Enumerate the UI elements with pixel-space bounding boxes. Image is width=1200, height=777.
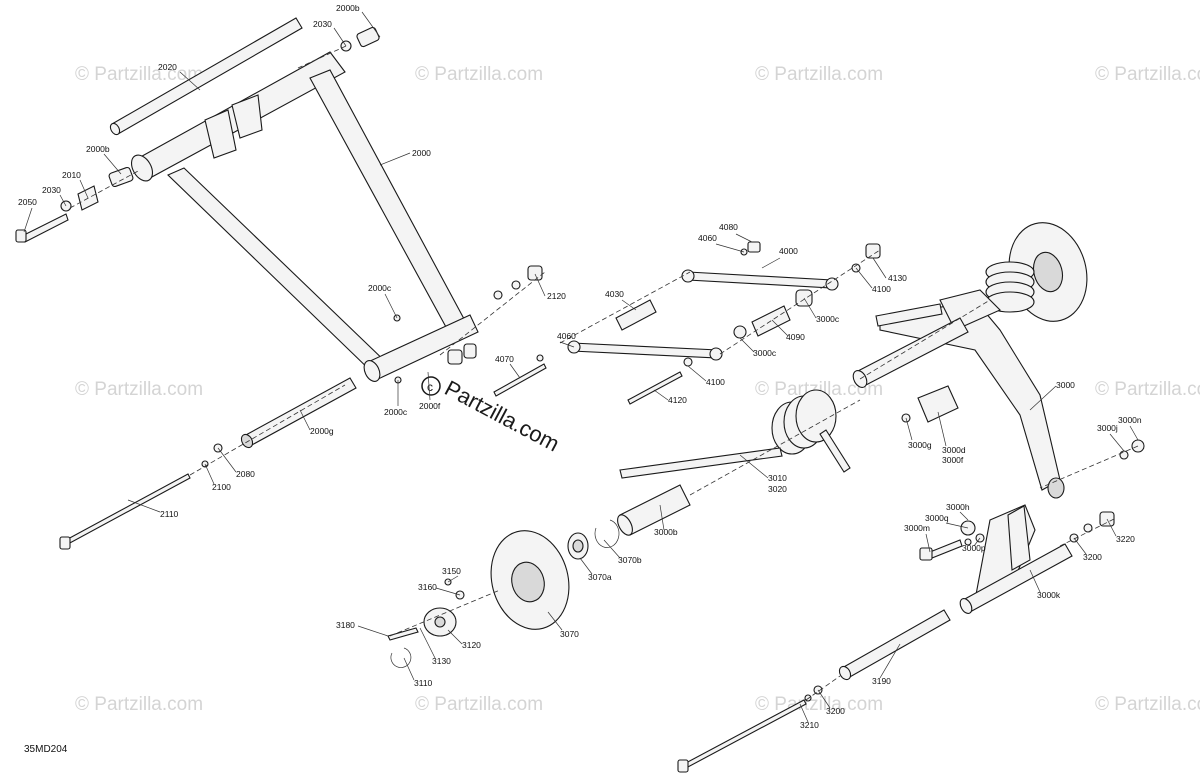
watermark: © Partzilla.com xyxy=(415,64,543,85)
callout-label: 4080 xyxy=(719,222,738,232)
callout-label: 4120 xyxy=(668,395,687,405)
callout-label: 3180 xyxy=(336,620,355,630)
callout-label: 3020 xyxy=(768,484,787,494)
callout-label: 3000b xyxy=(654,527,678,537)
diagram-code: 35MD204 xyxy=(24,744,68,755)
callout-label: 3070a xyxy=(588,572,612,582)
callout-label: 3000d xyxy=(942,445,966,455)
callout-label: 3000p xyxy=(962,543,986,553)
brand-logo: c Partzilla.com xyxy=(421,375,564,457)
callout-label: 3000j xyxy=(1097,423,1118,433)
callout-label: 2080 xyxy=(236,469,255,479)
callout-label: 4060 xyxy=(698,233,717,243)
callout-label: 3160 xyxy=(418,582,437,592)
callout-label: 4100 xyxy=(872,284,891,294)
callouts: 2000b 2030 2020 2000 2000b 2010 2030 205… xyxy=(18,3,1142,730)
watermark-layer: © Partzilla.com © Partzilla.com © Partzi… xyxy=(75,64,1200,715)
callout-label: 2010 xyxy=(62,170,81,180)
watermark: © Partzilla.com xyxy=(755,379,883,400)
callout-label: 2000c xyxy=(368,283,392,293)
callout-label: 3000 xyxy=(1056,380,1075,390)
callout-label: 2030 xyxy=(313,19,332,29)
callout-label: 3130 xyxy=(432,656,451,666)
callout-label: 3000c xyxy=(753,348,777,358)
callout-label: 3000c xyxy=(816,314,840,324)
watermark: © Partzilla.com xyxy=(75,379,203,400)
callout-label: 3210 xyxy=(800,720,819,730)
watermark: © Partzilla.com xyxy=(75,64,203,85)
leader-lines xyxy=(23,11,1139,723)
callout-label: 2000 xyxy=(412,148,431,158)
callout-label: 2120 xyxy=(547,291,566,301)
callout-label: 2050 xyxy=(18,197,37,207)
a-arm-assembly xyxy=(15,17,546,550)
callout-label: 3000g xyxy=(908,440,932,450)
callout-label: 2000b xyxy=(86,144,110,154)
watermark: © Partzilla.com xyxy=(415,694,543,715)
callout-label: 2000b xyxy=(336,3,360,13)
callout-label: 4030 xyxy=(605,289,624,299)
watermark: © Partzilla.com xyxy=(1095,694,1200,715)
watermark: © Partzilla.com xyxy=(755,64,883,85)
callout-label: 3010 xyxy=(768,473,787,483)
watermark: © Partzilla.com xyxy=(1095,379,1200,400)
spring xyxy=(985,261,1035,313)
callout-label: 2100 xyxy=(212,482,231,492)
torsion-spring xyxy=(619,389,851,479)
callout-label: 4070 xyxy=(495,354,514,364)
callout-label: 4090 xyxy=(786,332,805,342)
callout-label: 2000c xyxy=(384,407,408,417)
svg-text:c: c xyxy=(427,380,433,394)
watermark: © Partzilla.com xyxy=(755,694,883,715)
callout-label: 3000m xyxy=(904,523,930,533)
callout-label: 4000 xyxy=(779,246,798,256)
callout-label: 2000f xyxy=(419,401,441,411)
watermark: © Partzilla.com xyxy=(75,694,203,715)
callout-label: 3000h xyxy=(946,502,970,512)
callout-label: 3000k xyxy=(1037,590,1061,600)
callout-label: 3200 xyxy=(826,706,845,716)
callout-label: 2110 xyxy=(160,509,179,519)
callout-label: 3000n xyxy=(1118,415,1142,425)
callout-label: 3150 xyxy=(442,566,461,576)
callout-label: 2020 xyxy=(158,62,177,72)
watermark: © Partzilla.com xyxy=(1095,64,1200,85)
callout-label: 3000q xyxy=(925,513,949,523)
callout-label: 4060 xyxy=(557,331,576,341)
callout-label: 3220 xyxy=(1116,534,1135,544)
callout-label: 3070b xyxy=(618,555,642,565)
callout-label: 4100 xyxy=(706,377,725,387)
callout-label: 3110 xyxy=(414,678,433,688)
callout-label: 2000g xyxy=(310,426,334,436)
callout-label: 3070 xyxy=(560,629,579,639)
callout-label: 4130 xyxy=(888,273,907,283)
callout-label: 3120 xyxy=(462,640,481,650)
callout-label: 3190 xyxy=(872,676,891,686)
callout-label: 2030 xyxy=(42,185,61,195)
callout-label: 3200 xyxy=(1083,552,1102,562)
callout-label: 3000f xyxy=(942,455,964,465)
